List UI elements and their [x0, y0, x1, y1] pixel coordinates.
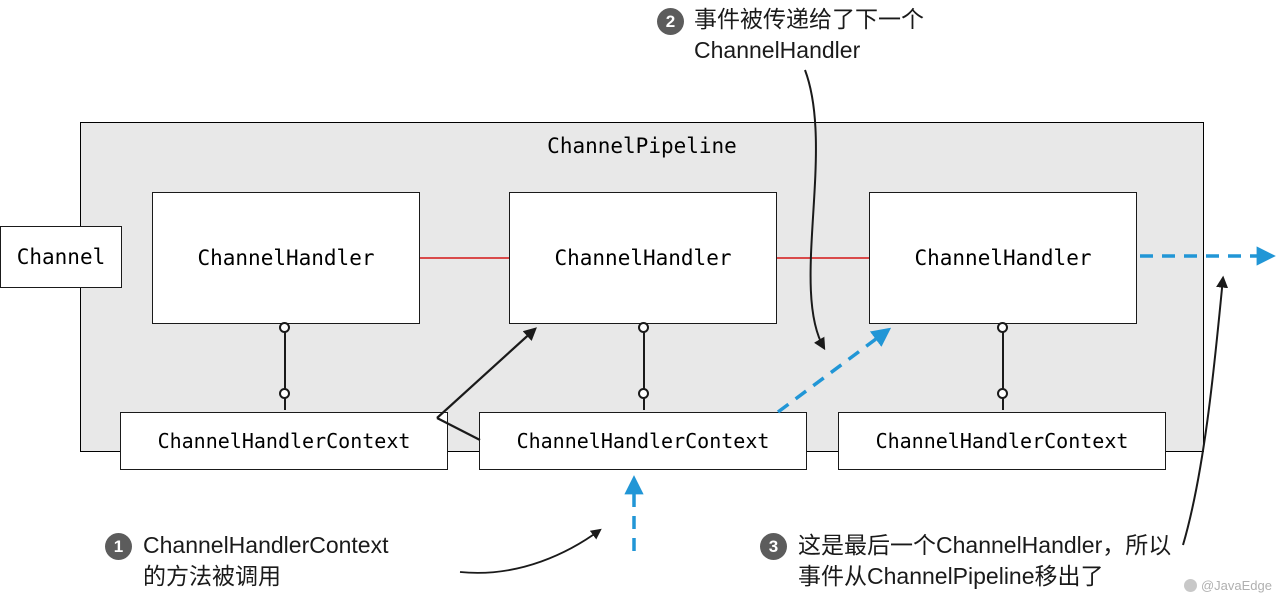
red-connector-line-2 — [777, 257, 870, 259]
annotation-text-3: 这是最后一个ChannelHandler，所以 事件从ChannelPipeli… — [798, 532, 1172, 589]
connector-dot-1-bottom — [279, 388, 290, 399]
annotation-badge-3: 3 — [760, 533, 787, 560]
handler-context-connector-1 — [284, 330, 286, 410]
channel-handler-context-box-2: ChannelHandlerContext — [479, 412, 807, 470]
channel-pipeline-title: ChannelPipeline — [547, 134, 737, 158]
channel-box: Channel — [0, 226, 122, 288]
watermark-logo-icon — [1183, 579, 1197, 592]
handler-context-connector-3 — [1002, 330, 1004, 410]
connector-dot-2-bottom — [638, 388, 649, 399]
annotation-text-1: ChannelHandlerContext 的方法被调用 — [143, 532, 389, 589]
annotation-text-2: 事件被传递给了下一个 ChannelHandler — [694, 6, 924, 63]
connector-dot-1-top — [279, 322, 290, 333]
channel-handler-box-3: ChannelHandler — [869, 192, 1137, 324]
annotation-badge-1: 1 — [105, 533, 132, 560]
channel-handler-box-1: ChannelHandler — [152, 192, 420, 324]
handler-context-connector-2 — [643, 330, 645, 410]
connector-dot-2-top — [638, 322, 649, 333]
watermark-text: @JavaEdge — [1200, 578, 1272, 593]
watermark: @JavaEdge — [1183, 578, 1272, 593]
red-connector-line-1 — [419, 257, 510, 259]
channel-handler-context-box-3: ChannelHandlerContext — [838, 412, 1166, 470]
channel-handler-box-2: ChannelHandler — [509, 192, 777, 324]
connector-dot-3-bottom — [997, 388, 1008, 399]
connector-dot-3-top — [997, 322, 1008, 333]
annotation-badge-2: 2 — [657, 8, 684, 35]
channel-handler-context-box-1: ChannelHandlerContext — [120, 412, 448, 470]
